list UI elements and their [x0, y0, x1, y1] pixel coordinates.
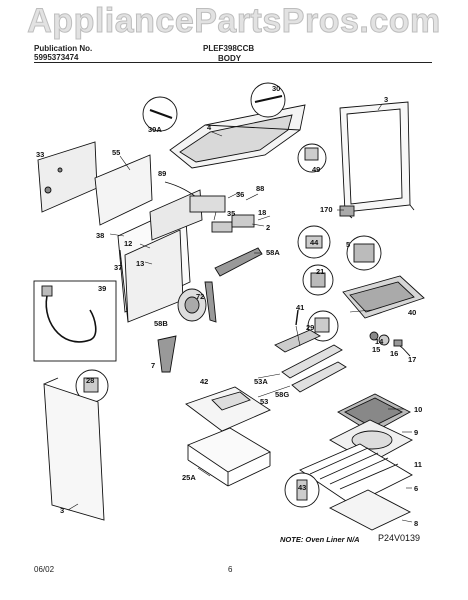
callout-bubble-30a — [142, 96, 178, 132]
model-code: PLEF398CCB — [203, 44, 255, 53]
label-72: 72 — [196, 292, 204, 301]
callout-bubble-21 — [302, 264, 334, 296]
header-rule — [34, 62, 432, 63]
pan-9 — [329, 419, 413, 464]
label-14: 14 — [375, 337, 384, 346]
publication-number: 5995373474 — [34, 53, 79, 62]
oven-liner-note: NOTE: Oven Liner N/A — [280, 535, 360, 544]
label-4: 4 — [207, 123, 212, 132]
label-39: 39 — [98, 284, 106, 293]
label-17: 17 — [408, 355, 416, 364]
label-13: 13 — [136, 259, 144, 268]
rack-6 — [299, 443, 413, 506]
label-29: 29 — [306, 323, 314, 332]
rear-panel — [37, 141, 98, 213]
label-2: 2 — [266, 223, 270, 232]
label-30a: 30A — [148, 125, 162, 134]
label-49: 49 — [312, 165, 320, 174]
label-43: 43 — [298, 483, 306, 492]
label-30: 30 — [272, 84, 280, 93]
element-72 — [177, 288, 207, 322]
watermark: AppliancePartsPros.com — [27, 2, 441, 41]
label-16: 16 — [390, 349, 398, 358]
label-41: 41 — [296, 303, 304, 312]
label-53a: 53A — [254, 377, 268, 386]
broil-element-40 — [342, 275, 425, 319]
wiring-harness — [164, 181, 255, 233]
callout-bubble-5 — [346, 235, 382, 271]
label-11: 11 — [414, 460, 422, 469]
callout-bubble-44 — [297, 225, 331, 259]
label-88: 88 — [256, 184, 264, 193]
callout-bubble-43 — [284, 472, 320, 508]
callout-bubble-49 — [297, 143, 327, 173]
broil-pan-10 — [337, 393, 411, 434]
main-frame — [117, 189, 203, 323]
drawer-frame-25a — [187, 427, 271, 487]
label-37: 37 — [114, 263, 122, 272]
label-170: 170 — [320, 205, 333, 214]
label-28: 28 — [86, 376, 94, 385]
label-8: 8 — [414, 519, 418, 528]
back-panel — [94, 154, 153, 226]
label-58b: 58B — [154, 319, 168, 328]
callout-bubble-30 — [250, 82, 286, 118]
label-3-bottom: 3 — [60, 506, 64, 515]
label-15: 15 — [372, 345, 380, 354]
lamp-assembly — [369, 331, 411, 357]
bracket-170 — [339, 205, 355, 217]
label-35: 35 — [227, 209, 235, 218]
label-38: 38 — [96, 231, 104, 240]
publication-label: Publication No. — [34, 44, 93, 53]
label-18: 18 — [258, 208, 266, 217]
label-9: 9 — [414, 428, 418, 437]
label-58g: 58G — [275, 390, 289, 399]
top-panel — [169, 104, 306, 169]
label-12: 12 — [124, 239, 132, 248]
rack-8 — [328, 489, 412, 531]
label-3-top: 3 — [384, 95, 388, 104]
label-53: 53 — [260, 397, 268, 406]
label-21: 21 — [316, 267, 324, 276]
label-40: 40 — [408, 308, 416, 317]
label-89: 89 — [158, 169, 166, 178]
section-title: BODY — [218, 54, 242, 63]
leader-lines — [67, 103, 413, 523]
clip-41 — [295, 309, 299, 326]
label-44: 44 — [310, 238, 319, 247]
bottom-panel-42 — [185, 386, 271, 432]
label-25a: 25A — [182, 473, 196, 482]
label-6: 6 — [414, 484, 418, 493]
label-7: 7 — [151, 361, 155, 370]
side-panel-top — [339, 101, 415, 219]
hinge-7 — [157, 335, 177, 373]
rails-53 — [274, 329, 347, 393]
label-42: 42 — [200, 377, 208, 386]
footer-date: 06/02 — [34, 565, 55, 574]
page-number: 6 — [228, 565, 233, 574]
label-33: 33 — [36, 150, 44, 159]
label-58a: 58A — [266, 248, 280, 257]
diagram-code: P24V0139 — [378, 533, 421, 543]
label-10: 10 — [414, 405, 422, 414]
label-36: 36 — [236, 190, 244, 199]
power-cord-box — [33, 280, 117, 362]
cable-58a — [204, 247, 263, 323]
side-panel-bottom — [43, 377, 105, 521]
label-5: 5 — [346, 240, 350, 249]
label-55: 55 — [112, 148, 120, 157]
